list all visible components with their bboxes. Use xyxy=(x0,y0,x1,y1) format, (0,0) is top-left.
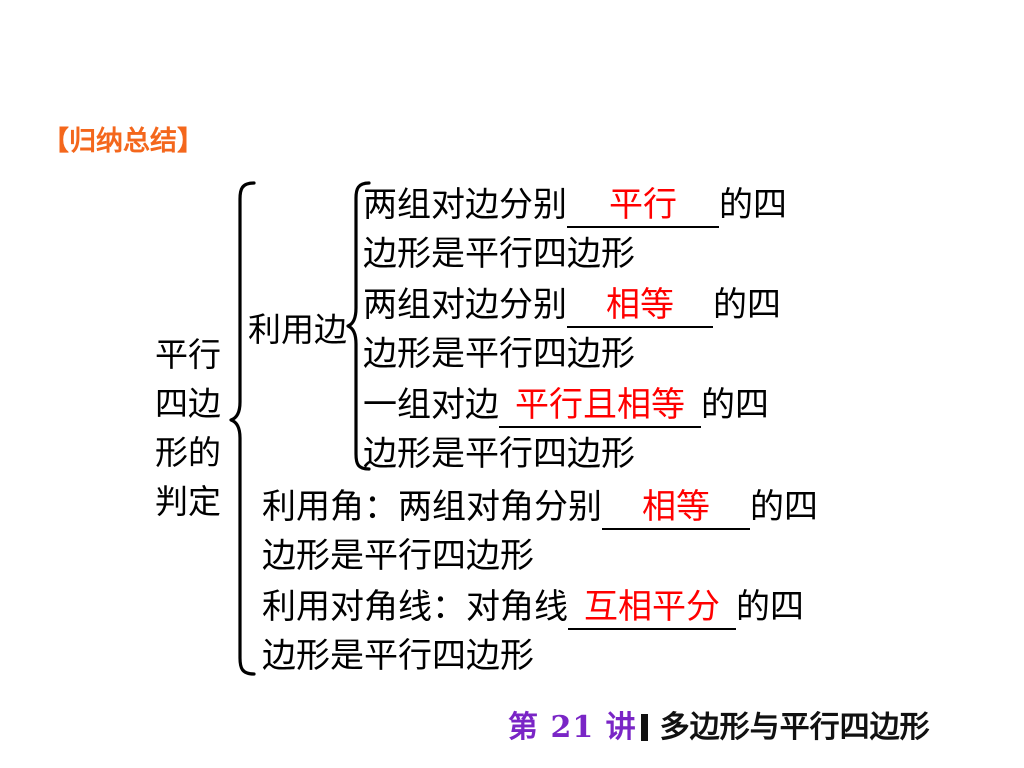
blank-answer-side-parallel: 平行 xyxy=(567,185,719,228)
statement-prefix: 两组对边分别 xyxy=(363,185,567,225)
blank-answer-side-parallel-equal: 平行且相等 xyxy=(499,385,701,428)
slide-footer: 第 21 讲多边形与平行四边形 xyxy=(508,706,1024,749)
statement-side-equal-line1: 两组对边分别相等的四 xyxy=(363,285,781,328)
page-title: 【归纳总结】 xyxy=(42,126,204,157)
statement-prefix: 两组对边分别 xyxy=(363,285,567,325)
footer-topic-title: 多边形与平行四边形 xyxy=(659,710,930,745)
blank-answer-side-equal: 相等 xyxy=(567,285,713,328)
outer-brace-icon xyxy=(229,181,256,676)
root-label-line-3: 形的 xyxy=(155,433,221,472)
statement-suffix: 的四 xyxy=(701,385,769,425)
statement-suffix: 的四 xyxy=(713,285,781,325)
footer-lecture-number: 第 21 讲 xyxy=(508,710,637,745)
statement-prefix: 利用对角线：对角线 xyxy=(262,587,568,627)
statement-prefix: 一组对边 xyxy=(363,385,499,425)
statement-side-parallel-line1: 两组对边分别平行的四 xyxy=(363,185,787,228)
blank-answer-diagonal: 互相平分 xyxy=(568,587,736,630)
statement-diagonal-line2: 边形是平行四边形 xyxy=(262,636,534,676)
statement-prefix: 利用角：两组对角分别 xyxy=(262,487,602,527)
inner-brace-icon xyxy=(346,181,371,471)
root-label-line-2: 四边 xyxy=(155,384,221,423)
statement-diagonal-line1: 利用对角线：对角线互相平分的四 xyxy=(262,587,804,630)
diagram-root-label: 平行 四边 形的 判定 xyxy=(155,330,235,526)
statement-side-equal-line2: 边形是平行四边形 xyxy=(363,334,635,374)
statement-side-parallel-equal-line1: 一组对边平行且相等的四 xyxy=(363,385,769,428)
statement-suffix: 的四 xyxy=(736,587,804,627)
statement-side-parallel-line2: 边形是平行四边形 xyxy=(363,234,635,274)
root-label-line-4: 判定 xyxy=(155,482,221,521)
statement-suffix: 的四 xyxy=(719,185,787,225)
concept-diagram: 平行 四边 形的 判定 利用边 两组对边分别平行的四 边形是平行四边形 两组对边… xyxy=(155,181,818,676)
statement-angle-line2: 边形是平行四边形 xyxy=(262,536,534,576)
statement-suffix: 的四 xyxy=(750,487,818,527)
statement-side-parallel-equal-line2: 边形是平行四边形 xyxy=(363,434,635,474)
root-label-line-1: 平行 xyxy=(155,335,221,374)
statement-angle-line1: 利用角：两组对角分别相等的四 xyxy=(262,487,818,530)
blank-answer-angle: 相等 xyxy=(602,487,750,530)
branch-label-side: 利用边 xyxy=(248,310,347,349)
footer-separator-bar xyxy=(640,714,648,741)
